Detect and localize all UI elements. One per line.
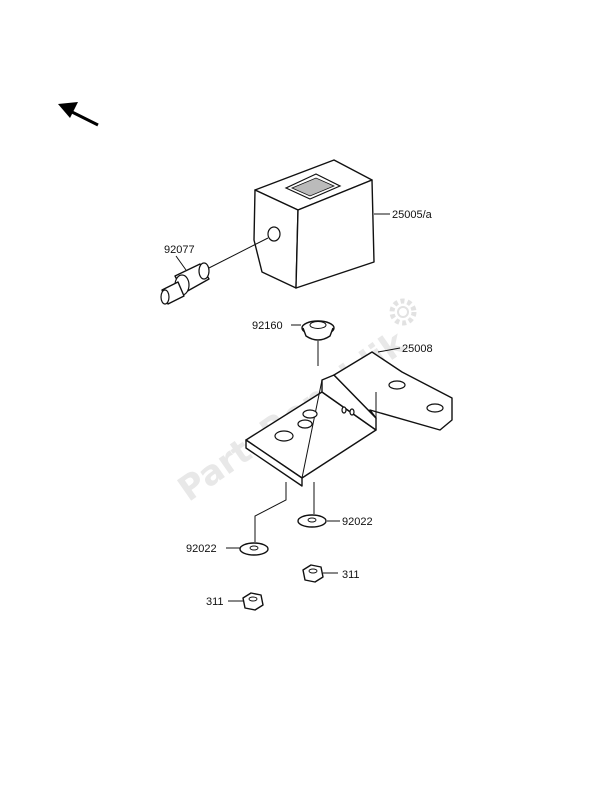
gear-icon: [389, 298, 417, 326]
callout-nut-right: 311: [342, 569, 360, 581]
callout-nut-left: 311: [206, 596, 224, 608]
callout-grommet: 92160: [252, 320, 283, 332]
callout-connector: 92077: [164, 244, 195, 256]
hex-nut-right: [302, 564, 338, 583]
hex-nut-left: [228, 592, 264, 611]
connector-plug: [160, 237, 269, 305]
callout-cover: 25005/a: [392, 209, 433, 221]
callout-washer-right: 92022: [342, 516, 373, 528]
callout-bracket: 25008: [402, 343, 433, 355]
washer-left: [226, 482, 287, 556]
meter-cover: [253, 159, 390, 289]
washer-right: [297, 482, 340, 528]
mounting-bracket: [245, 347, 453, 487]
rubber-grommet: [291, 320, 335, 366]
arrow-up-left-icon: [58, 102, 99, 127]
callout-washer-left: 92022: [186, 543, 217, 555]
